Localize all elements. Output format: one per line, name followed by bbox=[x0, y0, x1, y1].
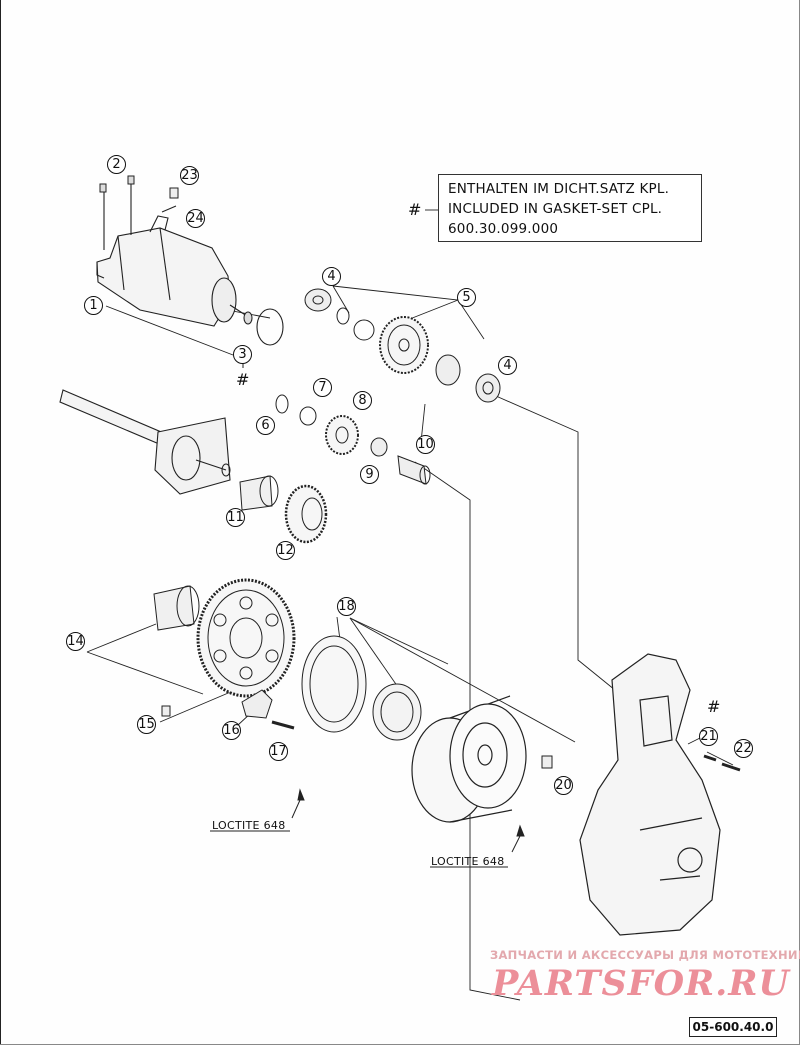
callout-9[interactable]: 9 bbox=[360, 465, 379, 484]
watermark-tagline: ЗАПЧАСТИ И АКСЕССУАРЫ ДЛЯ МОТОТЕХНИКИ bbox=[490, 948, 800, 962]
callout-16[interactable]: 16 bbox=[222, 721, 241, 740]
callout-7[interactable]: 7 bbox=[313, 378, 332, 397]
bolts-part-2 bbox=[99, 175, 135, 193]
loctite-label-right: LOCTITE 648 bbox=[431, 855, 505, 868]
callout-22[interactable]: 22 bbox=[734, 739, 753, 758]
screw-part-22 bbox=[721, 762, 741, 772]
watermark-logo: PARTSFOR.RU bbox=[492, 963, 790, 1004]
hash-part-21: # bbox=[707, 697, 721, 716]
crankshaft bbox=[59, 389, 231, 495]
sleeve-part-10 bbox=[397, 455, 431, 485]
callout-23[interactable]: 23 bbox=[180, 166, 199, 185]
callout-3[interactable]: 3 bbox=[233, 345, 252, 364]
callout-21[interactable]: 21 bbox=[699, 727, 718, 746]
callout-4-top[interactable]: 4 bbox=[322, 267, 341, 286]
callout-2[interactable]: 2 bbox=[107, 155, 126, 174]
needle-cage-part-11 bbox=[239, 475, 279, 511]
gear-part-12 bbox=[284, 484, 328, 544]
screw-washer-23-24 bbox=[161, 187, 179, 213]
rotor-flywheel bbox=[411, 695, 527, 823]
callout-24[interactable]: 24 bbox=[186, 209, 205, 228]
needle-bearing-part-9 bbox=[370, 437, 388, 457]
diagram-part-code: 05-600.40.0 bbox=[689, 1017, 777, 1037]
washer-part-21 bbox=[703, 754, 717, 762]
legend-line-partnumber: 600.30.099.000 bbox=[448, 221, 559, 237]
needle-cage-part-14 bbox=[153, 585, 200, 631]
freewheel-hub bbox=[372, 683, 422, 741]
callout-20[interactable]: 20 bbox=[554, 776, 573, 795]
legend-line-english: INCLUDED IN GASKET-SET CPL. bbox=[448, 201, 663, 217]
ignition-cover bbox=[579, 653, 721, 936]
callout-14[interactable]: 14 bbox=[66, 632, 85, 651]
intermediate-gear-part-5 bbox=[379, 316, 461, 386]
washer-part-7 bbox=[299, 406, 317, 426]
callout-10[interactable]: 10 bbox=[416, 435, 435, 454]
callout-17[interactable]: 17 bbox=[269, 742, 288, 761]
loctite-leader-left bbox=[291, 799, 301, 819]
loctite-label-left: LOCTITE 648 bbox=[212, 819, 286, 832]
callout-6[interactable]: 6 bbox=[256, 416, 275, 435]
clamp-part-16 bbox=[241, 689, 273, 719]
washer-large bbox=[353, 319, 375, 341]
washer-small bbox=[336, 307, 350, 325]
callout-18[interactable]: 18 bbox=[337, 597, 356, 616]
circlip-part-6 bbox=[275, 394, 289, 414]
bearing-part-4b bbox=[475, 373, 501, 403]
legend-line-german: ENTHALTEN IM DICHT.SATZ KPL. bbox=[448, 181, 670, 197]
gasket-set-legend: ENTHALTEN IM DICHT.SATZ KPL. INCLUDED IN… bbox=[438, 174, 702, 242]
page-frame-left bbox=[0, 0, 1, 1045]
loctite-drop-right bbox=[516, 824, 525, 837]
callout-5[interactable]: 5 bbox=[457, 288, 476, 307]
freewheel-ring bbox=[301, 635, 367, 733]
callout-15[interactable]: 15 bbox=[137, 715, 156, 734]
loctite-drop-left bbox=[297, 788, 305, 801]
screw-part-17 bbox=[271, 720, 295, 730]
legend-hash-marker: # bbox=[408, 200, 422, 219]
callout-1[interactable]: 1 bbox=[84, 296, 103, 315]
hash-part-3: # bbox=[236, 370, 250, 389]
callout-12[interactable]: 12 bbox=[276, 541, 295, 560]
pin-part-15 bbox=[161, 705, 171, 717]
callout-11[interactable]: 11 bbox=[226, 508, 245, 527]
starter-motor bbox=[96, 183, 284, 346]
callout-4-right[interactable]: 4 bbox=[498, 356, 517, 375]
starter-gear-large bbox=[196, 578, 296, 698]
nut-part-20 bbox=[541, 755, 553, 769]
bearing-part-4a bbox=[304, 288, 332, 312]
callout-8[interactable]: 8 bbox=[353, 391, 372, 410]
gear-part-8 bbox=[325, 415, 359, 455]
loctite-leader-right bbox=[511, 835, 521, 853]
